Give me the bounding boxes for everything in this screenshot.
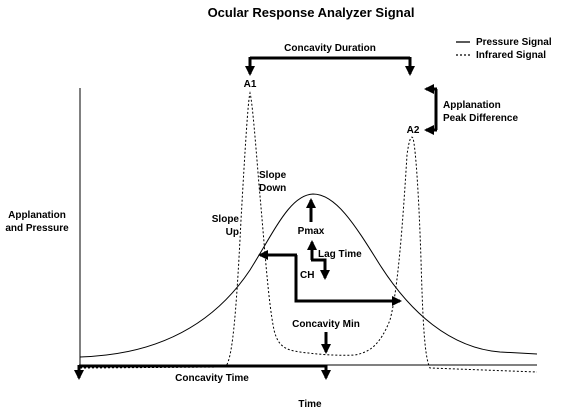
a2-label: A2 <box>407 125 420 136</box>
legend-infrared-label: Infrared Signal <box>476 50 546 61</box>
pmax-label: Pmax <box>298 226 325 237</box>
legend: Pressure Signal Infrared Signal <box>456 37 552 61</box>
legend-pressure-label: Pressure Signal <box>476 37 552 48</box>
peak-difference-bracket <box>424 84 438 135</box>
concavity-time-label: Concavity Time <box>175 373 249 384</box>
peak-difference-label-line1: Applanation <box>443 100 501 111</box>
pressure-signal-curve <box>79 193 538 358</box>
slope-down-label-line2: Down <box>259 183 286 194</box>
concavity-time-bracket <box>74 364 331 380</box>
lag-time-label: Lag Time <box>318 249 362 260</box>
concavity-duration-bracket <box>245 56 415 76</box>
x-axis-label: Time <box>298 399 322 410</box>
peak-difference-label-line2: Peak Difference <box>443 113 518 124</box>
a1-label: A1 <box>244 79 257 90</box>
ch-bracket <box>258 250 402 306</box>
ch-label: CH <box>300 270 314 281</box>
y-axis-label-line1: Applanation <box>8 210 66 221</box>
infrared-signal-curve <box>79 91 538 373</box>
slope-up-label-line2: Up <box>226 227 239 238</box>
slope-down-label-line1: Slope <box>259 170 287 181</box>
concavity-duration-label: Concavity Duration <box>284 43 376 54</box>
lag-time-arrows <box>307 240 330 280</box>
diagram-title: Ocular Response Analyzer Signal <box>208 5 415 20</box>
y-axis-label-line2: and Pressure <box>5 223 69 234</box>
slope-up-label-line1: Slope <box>212 214 240 225</box>
concavity-min-label: Concavity Min <box>292 319 360 330</box>
